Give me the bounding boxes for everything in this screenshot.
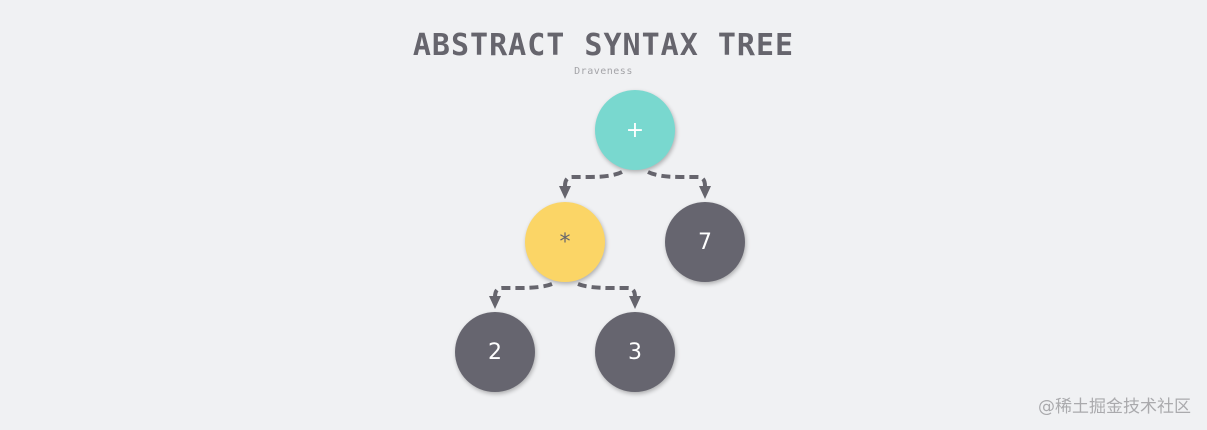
arrowhead-icon: [559, 186, 571, 199]
node-label: *: [559, 229, 571, 255]
node-label: 7: [698, 229, 712, 255]
diagram-title: ABSTRACT SYNTAX TREE: [412, 28, 795, 63]
node-label: +: [625, 117, 645, 143]
node-two: 2: [455, 312, 535, 392]
edge-plus-seven: [647, 170, 707, 190]
node-label: 2: [488, 339, 502, 365]
edge-plus-times: [563, 170, 623, 190]
node-seven: 7: [665, 202, 745, 282]
node-plus: +: [595, 90, 675, 170]
node-times: *: [525, 202, 605, 282]
arrowhead-icon: [489, 296, 501, 309]
edge-times-two: [493, 282, 553, 300]
edge-times-three: [577, 282, 637, 300]
arrowhead-icon: [699, 186, 711, 199]
watermark: @稀土掘金技术社区: [1038, 397, 1191, 417]
node-three: 3: [595, 312, 675, 392]
node-label: 3: [628, 339, 642, 365]
diagram-author: Draveness: [574, 66, 633, 77]
arrowhead-icon: [629, 296, 641, 309]
